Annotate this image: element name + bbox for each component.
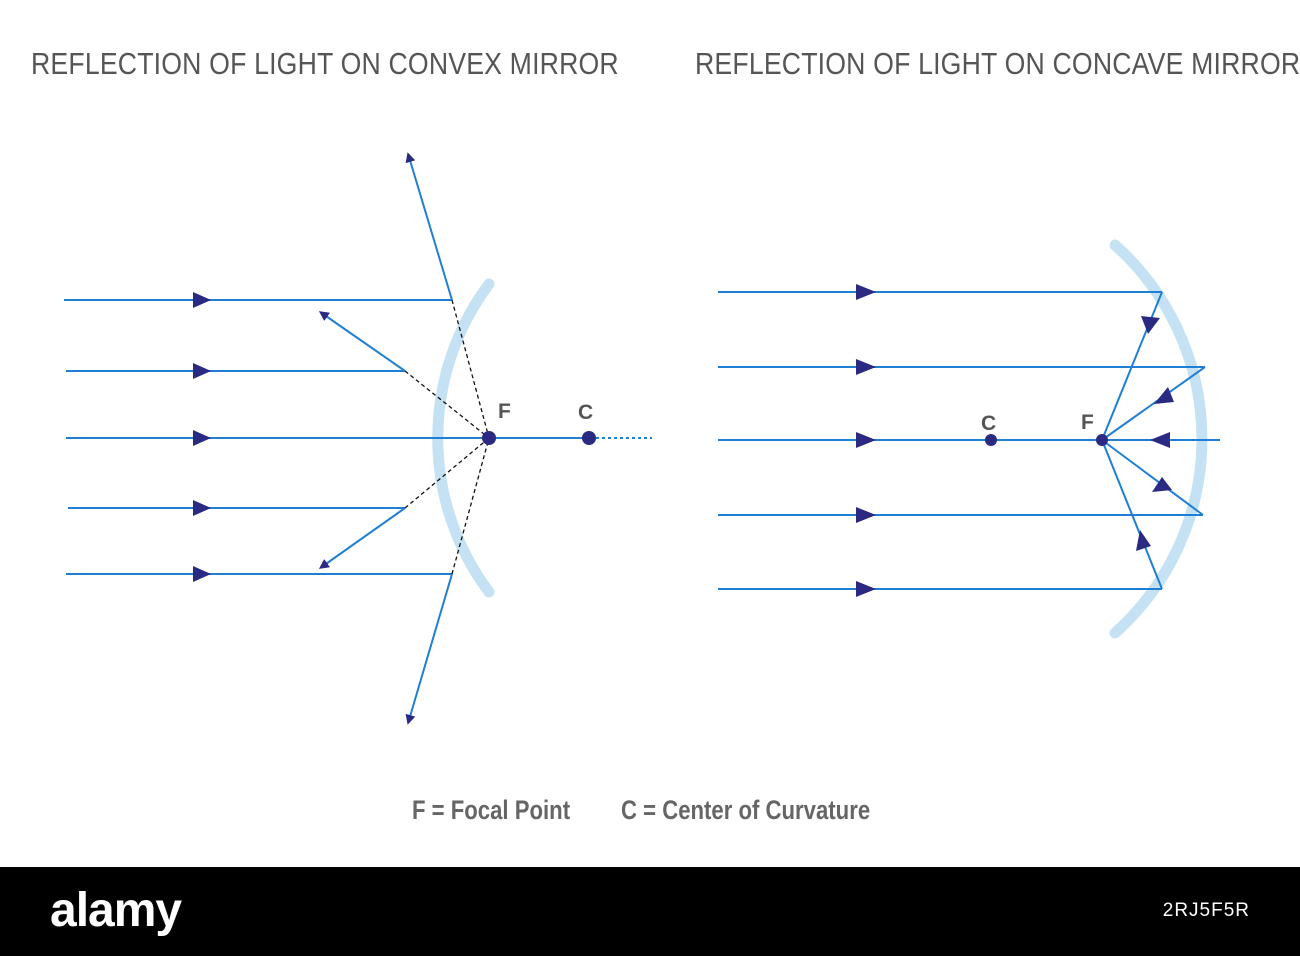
convex-focal-point [482,431,496,445]
concave-reflected-arrow-1 [1141,316,1160,334]
concave-focal-label: F [1081,411,1094,434]
convex-virtual-ray-2 [404,370,490,439]
concave-arrow-4 [856,507,876,523]
concave-reflected-arrow-3 [1150,432,1170,448]
concave-center-point [985,434,997,446]
concave-reflected-ray-1 [1101,291,1163,441]
convex-virtual-ray-5 [451,437,490,575]
image-id: 2RJ5F5R [1162,900,1250,921]
concave-reflected-arrow-5 [1136,530,1151,551]
concave-title: REFLECTION OF LIGHT ON CONCAVE MIRROR [695,46,1300,81]
concave-arrow-5 [856,581,876,597]
convex-diagram: F C [64,152,652,725]
convex-reflected-ray-4 [318,507,406,569]
convex-arrow-4 [193,500,211,516]
convex-center-label: C [578,401,593,424]
concave-arrow-2 [856,359,876,375]
concave-diagram: C F [718,239,1220,639]
concave-reflected-ray-2 [1101,366,1206,441]
concave-reflected-ray-4 [1101,439,1204,516]
footer-bar: alamy 2RJ5F5R [0,867,1300,956]
legend-focal-point: F = Focal Point [412,795,571,825]
concave-reflected-arrow-2 [1154,387,1174,404]
convex-arrow-5 [193,566,211,582]
convex-reflected-ray-2 [318,311,406,372]
convex-reflected-ray-5 [405,573,453,725]
convex-arrow-2 [193,363,211,379]
convex-virtual-ray-4 [404,437,490,509]
concave-reflected-arrow-4 [1152,477,1172,492]
convex-focal-label: F [498,400,511,423]
convex-title: REFLECTION OF LIGHT ON CONVEX MIRROR [31,46,619,81]
concave-center-label: C [981,412,996,435]
concave-arrow-1 [856,284,876,300]
mirror-diagram: F C C F [64,152,1220,725]
convex-arrow-1 [193,292,211,308]
alamy-logo: alamy [50,884,182,937]
concave-arrow-3 [856,432,876,448]
convex-arrow-3 [193,430,211,446]
convex-center-point [582,431,596,445]
convex-virtual-ray-1 [451,299,490,439]
concave-reflected-ray-5 [1101,439,1163,590]
legend-center-of-curvature: C = Center of Curvature [621,795,871,825]
convex-reflected-ray-1 [405,152,453,301]
concave-focal-point [1096,434,1108,446]
